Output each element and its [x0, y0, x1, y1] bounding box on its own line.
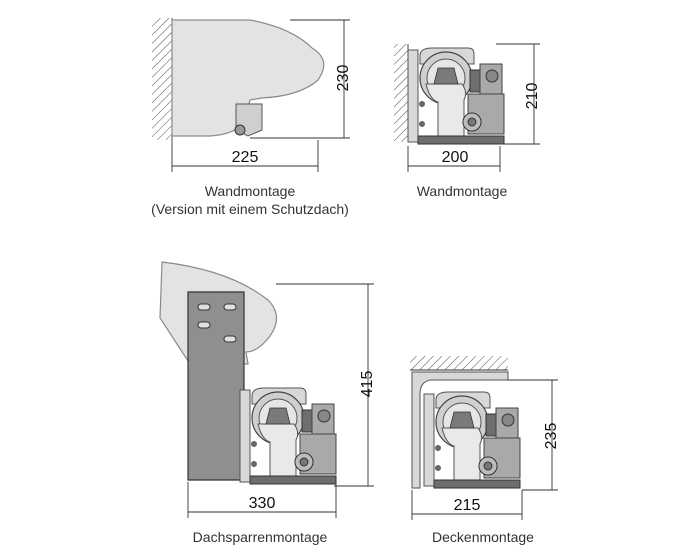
dim-width-330: 330 — [249, 495, 276, 512]
wall-hatching — [394, 44, 408, 142]
dim-height-235: 235 — [543, 423, 560, 450]
caption-line-1: Wandmontage — [204, 183, 296, 199]
dim-height-415: 415 — [359, 371, 376, 398]
ceiling-bracket — [411, 371, 509, 489]
caption-line-2: (Version mit einem Schutzdach) — [151, 201, 349, 217]
awning-mechanism — [423, 391, 521, 489]
dim-width-225: 225 — [232, 149, 259, 166]
ceiling-hatching — [410, 356, 508, 370]
caption-wall-mount: Wandmontage — [416, 183, 508, 199]
dim-width-200: 200 — [442, 149, 469, 166]
awning-mechanism — [407, 47, 505, 145]
figure-wall-mount-with-hood: 230 225 — [152, 18, 352, 172]
dim-height-210: 210 — [524, 83, 541, 110]
dim-width-215: 215 — [454, 497, 481, 514]
caption-wall-mount-hood: Wandmontage (Version mit einem Schutzdac… — [130, 182, 370, 218]
caption-ceiling-mount: Deckenmontage — [432, 529, 534, 545]
wall-hatching — [152, 18, 172, 140]
rafter-plate — [187, 291, 245, 481]
caption-rafter-mount: Dachsparrenmontage — [192, 529, 328, 545]
figure-rafter-mount: 415 330 — [159, 261, 376, 518]
figure-wall-mount: 210 200 — [394, 43, 541, 172]
dim-height-230: 230 — [335, 65, 352, 92]
awning-mechanism — [239, 387, 337, 485]
figure-ceiling-mount: 235 215 — [410, 356, 560, 520]
